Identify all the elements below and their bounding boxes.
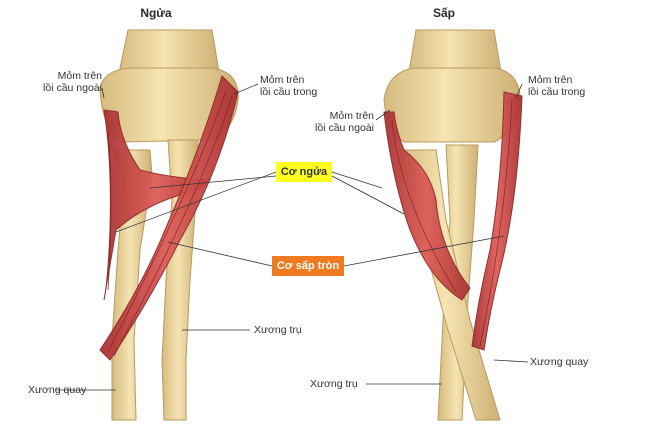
- pronator-teres-left: [99, 75, 239, 361]
- label-left-ulna: Xương trụ: [254, 324, 302, 336]
- distal-humerus-right: [383, 67, 521, 143]
- supinator-muscle-left: [103, 109, 212, 301]
- label-right-radius: Xương quay: [530, 356, 589, 368]
- pronator-teres-right: [471, 91, 523, 351]
- label-right-ulna: Xương trụ: [310, 378, 358, 390]
- supinator-muscle-right: [383, 111, 471, 301]
- label-pronator-teres: Cơ sấp tròn: [272, 256, 344, 276]
- label-right-medial-epicondyle: Mỏm trên lồi cầu trong: [528, 74, 585, 98]
- label-line-2: lồi cầu trong: [260, 86, 318, 98]
- title-supination: Ngửa: [140, 6, 172, 20]
- title-pronation: Sấp: [432, 6, 455, 20]
- label-line-1: Mỏm trên: [260, 74, 305, 86]
- label-line-1: Mỏm trên: [528, 74, 573, 86]
- label-line-2: lồi cầu ngoài: [315, 122, 374, 134]
- label-line-1: Mỏm trên: [57, 70, 102, 82]
- label-left-medial-epicondyle: Mỏm trên lồi cầu trong: [260, 74, 317, 98]
- label-line-2: lồi cầu trong: [528, 86, 586, 98]
- label-left-radius: Xương quay: [28, 384, 87, 396]
- label-left-lateral-epicondyle: Mỏm trên lồi cầu ngoài: [18, 70, 102, 94]
- label-right-lateral-epicondyle: Mỏm trên lồi cầu ngoài: [290, 110, 374, 134]
- label-line-2: lồi cầu ngoài: [43, 82, 102, 94]
- leader-lines: [56, 83, 529, 391]
- label-line-1: Mỏm trên: [329, 110, 374, 122]
- supination-view: [99, 29, 239, 421]
- label-supinator: Cơ ngửa: [276, 162, 332, 182]
- pronation-view: [383, 29, 523, 421]
